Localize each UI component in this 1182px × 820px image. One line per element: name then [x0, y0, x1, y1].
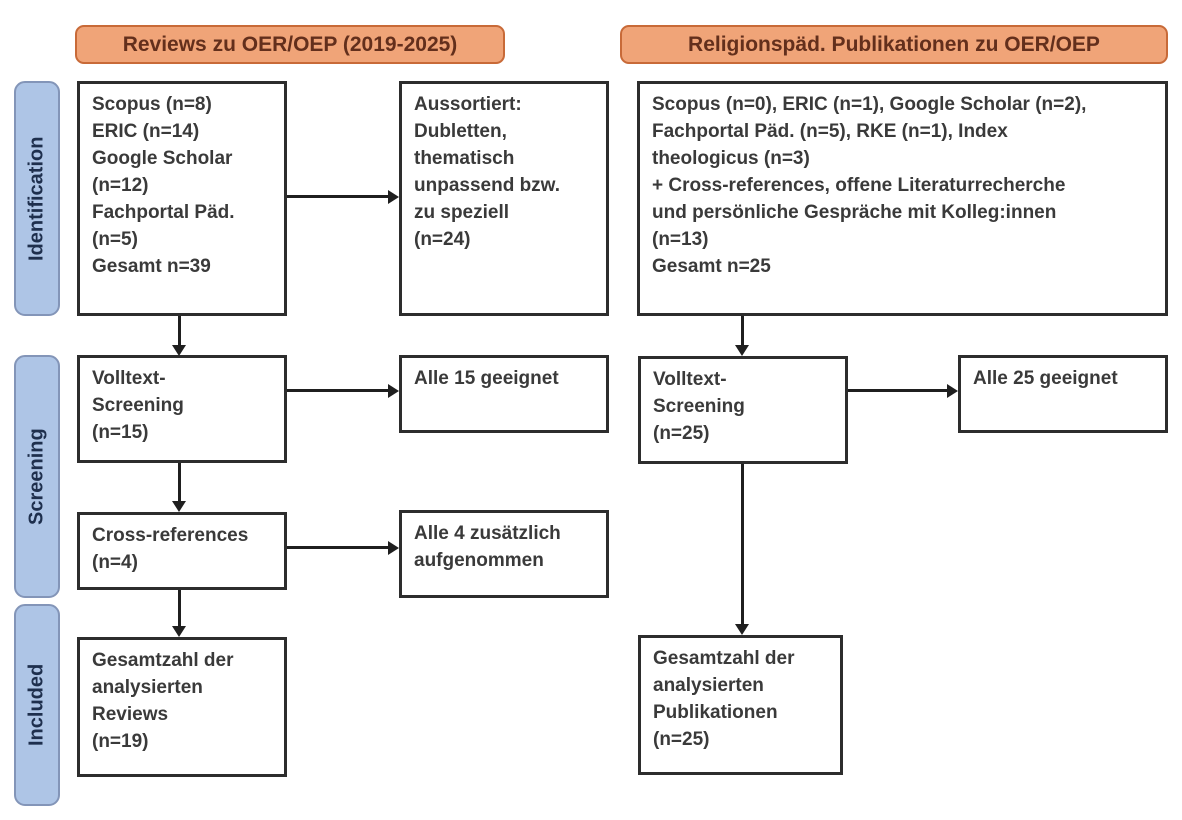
- box-left-fulltext-screening: Volltext- Screening (n=15): [77, 355, 287, 463]
- box-left-sources: Scopus (n=8) ERIC (n=14) Google Scholar …: [77, 81, 287, 316]
- box-right-fulltext-screening: Volltext- Screening (n=25): [638, 356, 848, 464]
- box-left-crossref-result: Alle 4 zusätzlich aufgenommen: [399, 510, 609, 598]
- stage-label-included: Included: [14, 604, 60, 806]
- box-left-excluded: Aussortiert: Dubletten, thematisch unpas…: [399, 81, 609, 316]
- stage-label-screening: Screening: [14, 355, 60, 598]
- header-religionspaed: Religionspäd. Publikationen zu OER/OEP: [620, 25, 1168, 64]
- box-right-sources: Scopus (n=0), ERIC (n=1), Google Scholar…: [637, 81, 1168, 316]
- header-reviews: Reviews zu OER/OEP (2019-2025): [75, 25, 505, 64]
- box-left-fulltext-result: Alle 15 geeignet: [399, 355, 609, 433]
- box-left-crossref: Cross-references (n=4): [77, 512, 287, 590]
- box-right-total: Gesamtzahl der analysierten Publikatione…: [638, 635, 843, 775]
- box-left-total: Gesamtzahl der analysierten Reviews (n=1…: [77, 637, 287, 777]
- box-right-fulltext-result: Alle 25 geeignet: [958, 355, 1168, 433]
- stage-label-identification: Identification: [14, 81, 60, 316]
